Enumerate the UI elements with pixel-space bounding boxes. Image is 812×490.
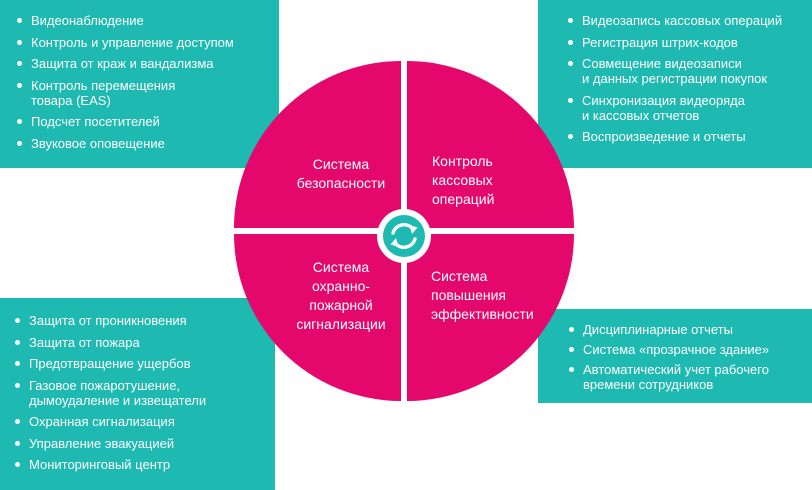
refresh-cycle-icon (377, 209, 431, 263)
list-item: Контроль перемещения товара (EAS) (17, 78, 279, 108)
list-item: Управление эвакуацией (15, 436, 275, 451)
list-item: Контроль и управление доступом (17, 35, 279, 50)
list-item: Охранная сигнализация (15, 414, 275, 429)
quadrant-label-cash-control: Контроль кассовых операций (432, 153, 495, 207)
list-item: Мониторинговый центр (15, 457, 275, 472)
quadrant-label-fire-alarm: Система охранно- пожарной сигнализации (296, 259, 386, 332)
quadrant-top-right (407, 61, 574, 228)
list-item: Видеозапись кассовых операций (568, 13, 812, 28)
quadrant-top-left (234, 61, 401, 228)
list-item: Защита от краж и вандализма (17, 56, 279, 71)
list-item: Звуковое оповещение (17, 136, 279, 151)
list-item: Система «прозрачное здание» (569, 342, 812, 357)
list-item: Воспроизведение и отчеты (568, 129, 812, 144)
list-item: Защита от пожара (15, 335, 275, 350)
list-item: Предотвращение ущербов (15, 356, 275, 371)
list-item: Защита от проникновения (15, 313, 275, 328)
list-item: Подсчет посетителей (17, 114, 279, 129)
quadrant-label-efficiency: Система повышения эффективности (431, 268, 534, 322)
list-item: Регистрация штрих-кодов (568, 35, 812, 50)
list-item: Видеонаблюдение (17, 13, 279, 28)
list-item: Дисциплинарные отчеты (569, 322, 812, 337)
list-item: Автоматический учет рабочего времени сот… (569, 362, 812, 392)
list-item: Газовое пожаротушение, дымоудаление и из… (15, 378, 275, 408)
list-item: Синхронизация видеоряда и кассовых отчет… (568, 93, 812, 123)
quadrant-bottom-left (234, 234, 401, 401)
quadrant-bottom-right (407, 234, 574, 401)
list-item: Совмещение видеозаписи и данных регистра… (568, 56, 812, 86)
quadrant-label-security: Система безопасности (296, 156, 386, 191)
